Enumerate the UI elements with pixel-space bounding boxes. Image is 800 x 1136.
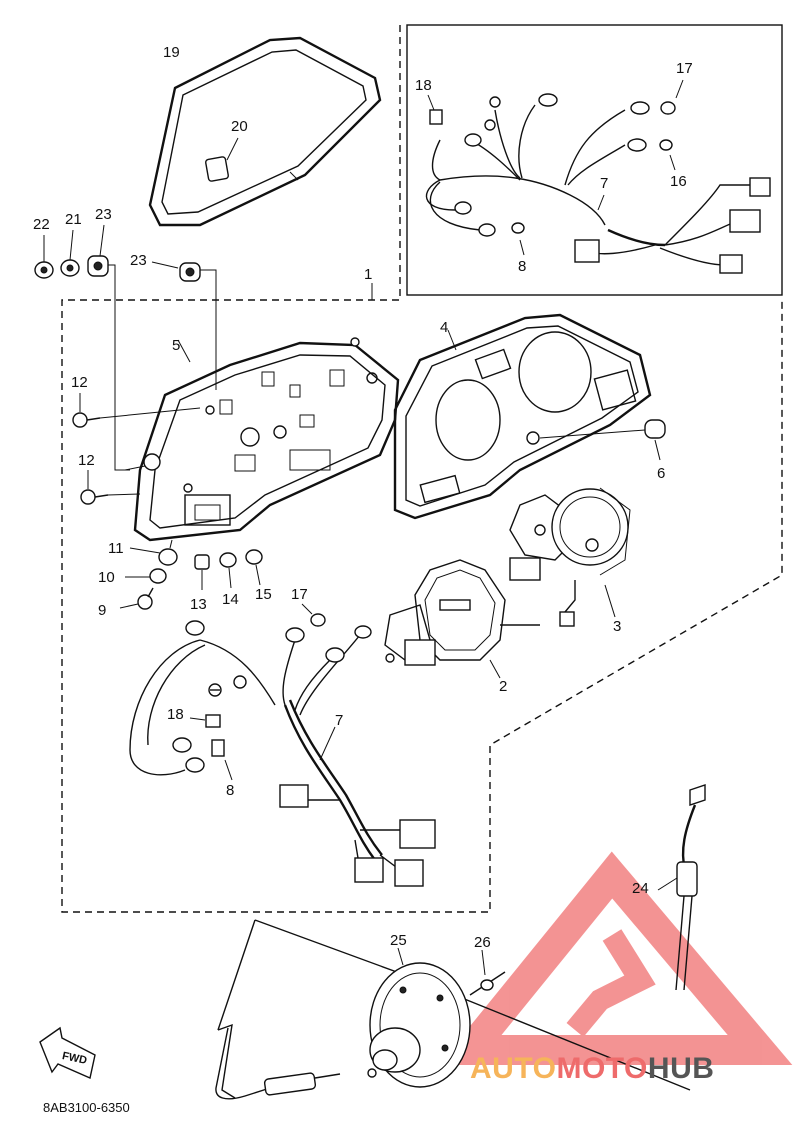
callout-7-lower: 7 [335, 712, 343, 729]
callout-6: 6 [657, 465, 665, 482]
assembly-boundary-1 [61, 25, 783, 913]
part-25-gear-unit [217, 919, 691, 1091]
fwd-label: FWD [61, 1050, 88, 1067]
callout-8-inset: 8 [518, 258, 526, 275]
part-21-washer [60, 229, 80, 277]
callout-17-lower: 17 [291, 586, 308, 603]
harness-inset-box [406, 24, 783, 296]
callout-25: 25 [390, 932, 407, 949]
part-13-collar [194, 554, 210, 590]
part-12-screw-upper [72, 393, 201, 428]
callout-16: 16 [670, 173, 687, 190]
callout-21: 21 [65, 211, 82, 228]
callout-12-lower: 12 [78, 452, 95, 469]
callout-20: 20 [231, 118, 248, 135]
part-6-grommet [526, 419, 666, 461]
part-2-speedometer [384, 559, 540, 679]
part-20-grommet [205, 137, 239, 182]
part-5-case [133, 337, 400, 542]
callout-14: 14 [222, 591, 239, 608]
callout-23-right: 23 [130, 252, 147, 269]
fwd-arrow-icon: FWD [39, 1026, 96, 1079]
part-19-bezel [148, 36, 382, 227]
callout-12-upper: 12 [71, 374, 88, 391]
part-15-nut [245, 549, 263, 586]
callout-9: 9 [98, 602, 106, 619]
callout-4: 4 [440, 319, 448, 336]
callout-5: 5 [172, 337, 180, 354]
part-7-harness-inset [425, 79, 771, 274]
part-4-front-cover [393, 313, 652, 520]
part-26-pin [469, 949, 506, 996]
watermark-logo-mark [438, 851, 793, 1065]
part-code: 8AB3100-6350 [43, 1100, 130, 1115]
part-3-gauge-unit [509, 487, 631, 627]
callout-3: 3 [613, 618, 621, 635]
callout-22: 22 [33, 216, 50, 233]
callout-7-inset: 7 [600, 175, 608, 192]
callout-23-left: 23 [95, 206, 112, 223]
callout-26: 26 [474, 934, 491, 951]
part-23-grommet-left [87, 224, 130, 471]
callout-17-inset: 17 [676, 60, 693, 77]
callout-18-lower: 18 [167, 706, 184, 723]
watermark-hub: HUB [648, 1052, 715, 1085]
callout-labels: 19 20 22 21 23 23 1 18 17 16 7 8 5 4 12 … [33, 44, 693, 951]
callout-13: 13 [190, 596, 207, 613]
callout-11: 11 [108, 540, 124, 557]
part-22-nut [34, 235, 54, 279]
callout-8-lower: 8 [226, 782, 234, 799]
watermark-moto: MOTO [556, 1052, 647, 1085]
part-11-washer [129, 539, 178, 566]
callout-24: 24 [632, 880, 649, 897]
part-10-nut [125, 568, 167, 584]
callout-2: 2 [499, 678, 507, 695]
watermark-brand: AUTOMOTOHUB [470, 1052, 714, 1085]
part-9-bolt [119, 587, 154, 610]
fastener-case-left [124, 453, 161, 471]
speedometer-cable-lower [215, 1023, 341, 1100]
part-24-cable [657, 784, 706, 991]
watermark-auto: AUTO [470, 1052, 556, 1085]
callout-18-inset: 18 [415, 77, 432, 94]
part-14-washer [219, 552, 237, 589]
callout-10: 10 [98, 569, 115, 586]
part-23-grommet-right [151, 261, 217, 390]
callout-15: 15 [255, 586, 272, 603]
callout-1: 1 [364, 266, 372, 283]
callout-19: 19 [163, 44, 180, 61]
part-12-screw-lower [80, 470, 141, 505]
part-7-harness-lower [129, 603, 436, 887]
